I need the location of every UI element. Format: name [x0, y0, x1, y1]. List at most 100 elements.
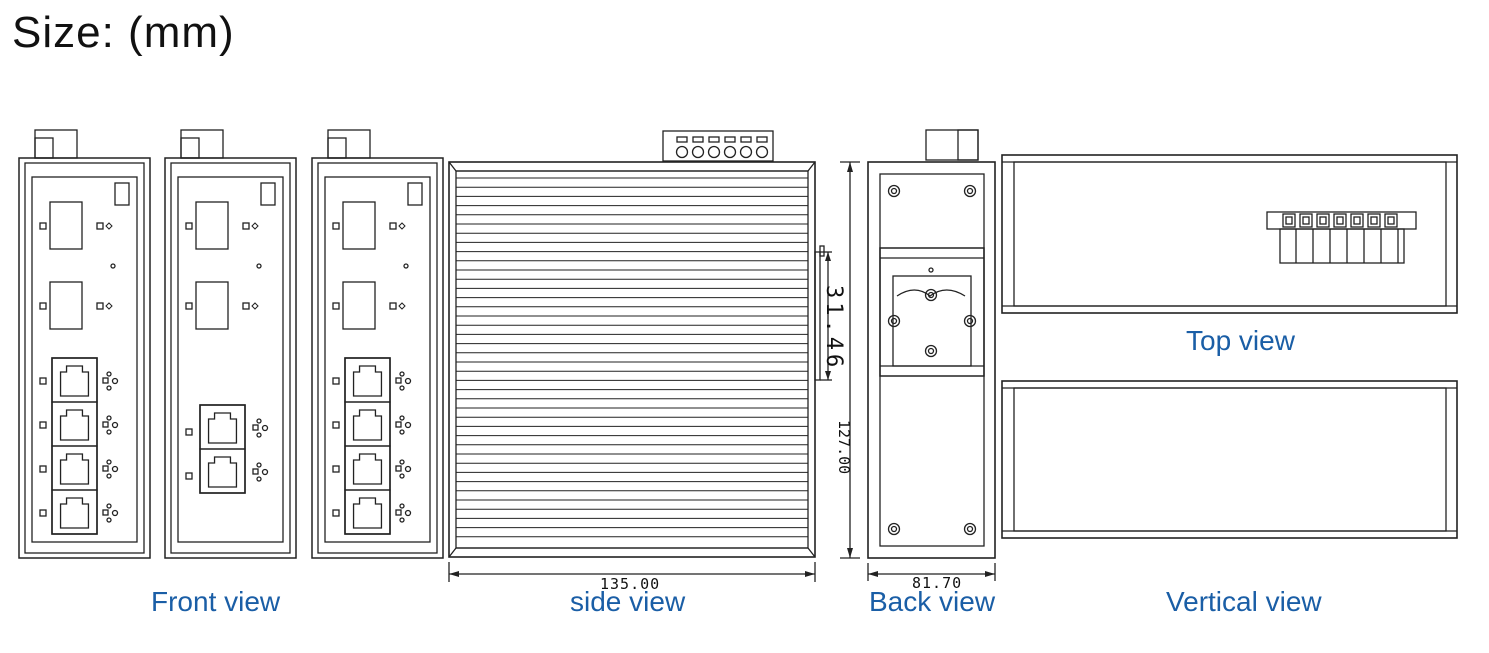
dim-arrow	[449, 571, 459, 577]
diamond-led	[105, 222, 113, 230]
led-indicator	[395, 465, 402, 472]
terminal-cell-inner	[1285, 216, 1293, 225]
rj45-socket	[59, 453, 90, 485]
side-width-dimension: 135.00	[600, 575, 661, 593]
top-view	[1001, 154, 1458, 314]
dimension-lines	[448, 161, 996, 582]
mounting-screw	[924, 344, 938, 358]
dim-arrow	[847, 162, 853, 172]
front-view-2	[164, 129, 297, 559]
back-body	[867, 161, 996, 559]
device-front-bezel	[24, 162, 145, 554]
led-dot	[399, 517, 405, 523]
led-indicator	[395, 377, 402, 384]
sfp-slot-2	[195, 281, 229, 330]
device-front-bezel	[317, 162, 438, 554]
device-front-panel	[31, 176, 138, 543]
led-dot	[399, 415, 405, 421]
terminal-cell	[1384, 213, 1398, 228]
led-dot	[404, 465, 412, 473]
sfp-link-led	[242, 302, 250, 310]
mounting-screw	[963, 522, 977, 536]
rj45-port-group	[51, 357, 98, 535]
mounting-screw	[887, 522, 901, 536]
front-view-label: Front view	[151, 586, 281, 617]
din-mount-plate	[892, 275, 972, 367]
pwr-led	[403, 263, 409, 269]
rj45-socket	[207, 456, 238, 488]
led-dot	[111, 421, 119, 429]
label-window	[260, 182, 276, 206]
din-clip	[814, 251, 821, 381]
led-indicator	[252, 424, 259, 431]
device-body	[164, 157, 297, 559]
terminal-cell-inner	[1319, 216, 1327, 225]
rj45-socket	[207, 412, 238, 444]
led-dot	[111, 465, 119, 473]
diamond-led	[398, 302, 406, 310]
side-fin-area	[455, 170, 809, 549]
diamond-led	[398, 222, 406, 230]
mounting-screw	[963, 184, 977, 198]
sfp-led	[332, 302, 340, 310]
led-indicator	[395, 421, 402, 428]
rj45-socket	[352, 365, 383, 397]
port-led	[39, 465, 47, 473]
led-dot	[261, 468, 269, 476]
terminal-slot	[692, 136, 704, 143]
terminal-slot	[756, 136, 768, 143]
led-dot	[256, 418, 262, 424]
led-dot	[106, 503, 112, 509]
side-view-label: side view	[570, 586, 686, 617]
rj45-socket	[352, 497, 383, 529]
bracket-hole	[928, 267, 934, 273]
terminal-cell	[1316, 213, 1330, 228]
led-dot	[106, 459, 112, 465]
screw-head	[927, 347, 935, 355]
terminal-cell	[1333, 213, 1347, 228]
terminal-slot	[708, 136, 720, 143]
sfp-link-led	[96, 222, 104, 230]
top-body	[1001, 154, 1458, 314]
led-dot	[111, 377, 119, 385]
terminal-cell	[1350, 213, 1364, 228]
sfp-led	[185, 222, 193, 230]
led-indicator	[102, 465, 109, 472]
mounting-screw	[887, 184, 901, 198]
led-dot	[399, 385, 405, 391]
led-dot	[399, 503, 405, 509]
screw-head	[966, 525, 974, 533]
led-dot	[399, 459, 405, 465]
side-bottom-chamfer	[448, 547, 816, 558]
sfp-slot-1	[49, 201, 83, 250]
sfp-led	[185, 302, 193, 310]
led-indicator	[102, 509, 109, 516]
screw-head	[966, 187, 974, 195]
top-terminal-block	[1279, 228, 1405, 264]
rj45-port-group	[344, 357, 391, 535]
vertical-view	[1001, 380, 1458, 539]
terminal-slot	[740, 136, 752, 143]
sfp-slot-1	[195, 201, 229, 250]
rj45-socket	[59, 365, 90, 397]
sfp-slot-1	[342, 201, 376, 250]
led-dot	[399, 473, 405, 479]
screw-head	[890, 525, 898, 533]
led-dot	[106, 473, 112, 479]
vertical-body	[1001, 380, 1458, 539]
side-top-chamfer	[448, 161, 816, 172]
dim-arrow	[805, 571, 815, 577]
port-led	[39, 509, 47, 517]
terminal-slot	[676, 136, 688, 143]
sfp-led	[39, 222, 47, 230]
top-view-label: Top view	[1186, 325, 1295, 356]
diamond-led	[251, 302, 259, 310]
port-led	[332, 509, 340, 517]
sfp-led	[332, 222, 340, 230]
sfp-link-led	[389, 222, 397, 230]
terminal-cell	[1299, 213, 1313, 228]
led-dot	[256, 462, 262, 468]
terminal-cell-inner	[1302, 216, 1310, 225]
led-indicator	[252, 468, 259, 475]
